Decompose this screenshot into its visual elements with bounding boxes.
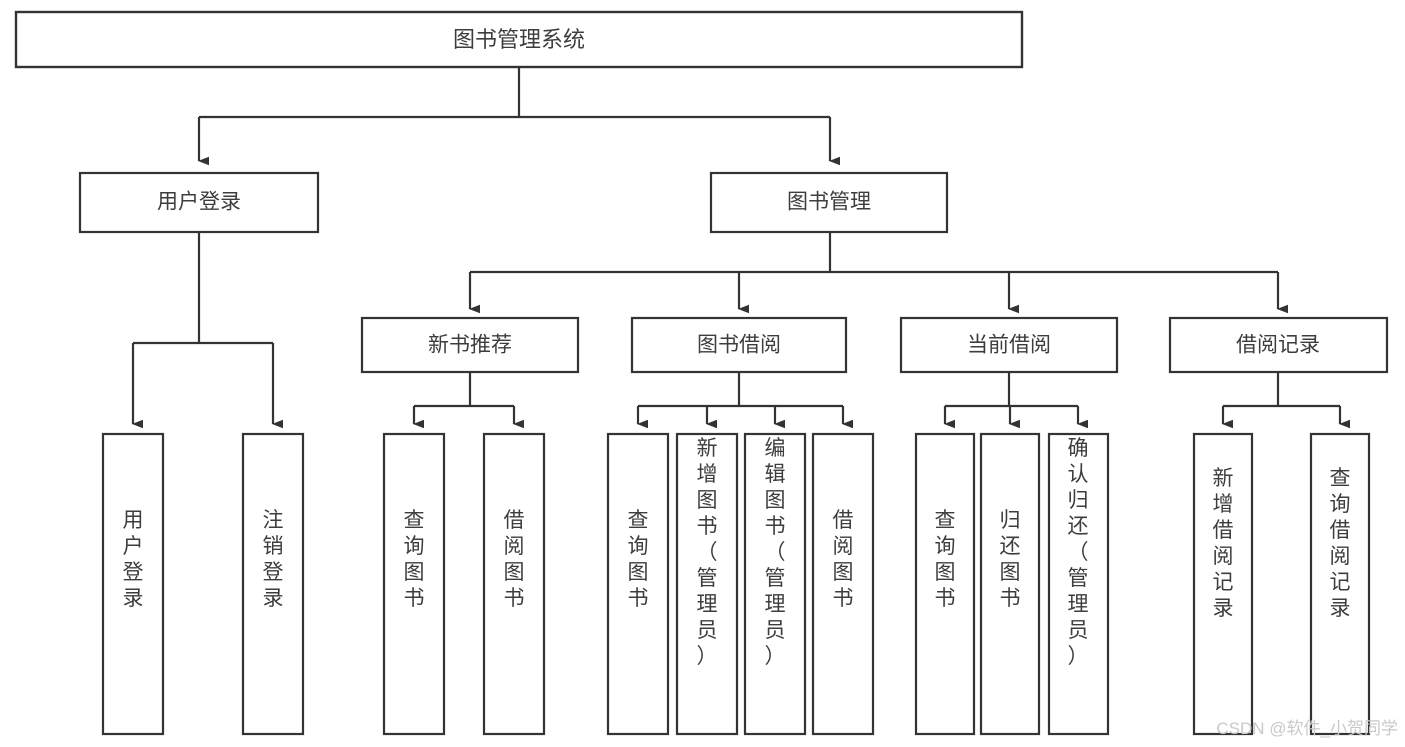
leaf-borrow-book-1[interactable]: 借阅图书 xyxy=(482,432,546,736)
node-book-borrow[interactable]: 图书借阅 xyxy=(630,316,848,374)
node-book-manage-rect[interactable] xyxy=(709,171,949,234)
leaf-add-borrow-record-rect[interactable] xyxy=(1192,432,1254,736)
leaf-add-book[interactable]: 新增图书（管理员） xyxy=(675,432,739,736)
leaf-add-borrow-record[interactable]: 新增借阅记录 xyxy=(1192,432,1254,736)
leaf-query-book-3-rect[interactable] xyxy=(914,432,976,736)
node-current-borrow-rect[interactable] xyxy=(899,316,1119,374)
leaf-query-book-1[interactable]: 查询图书 xyxy=(382,432,446,736)
leaf-borrow-book-2-rect[interactable] xyxy=(811,432,875,736)
node-book-borrow-rect[interactable] xyxy=(630,316,848,374)
leaf-borrow-book-2[interactable]: 借阅图书 xyxy=(811,432,875,736)
leaf-edit-book-label: 编辑图书（管理员） xyxy=(765,437,786,668)
watermark-label: CSDN @软件_小贺同学 xyxy=(1216,719,1398,738)
leaf-borrow-book-1-label: 借阅图书 xyxy=(504,509,525,610)
node-root-rect[interactable] xyxy=(14,10,1024,69)
leaf-query-borrow-record-rect[interactable] xyxy=(1309,432,1371,736)
leaf-query-book-1-label: 查询图书 xyxy=(404,509,425,610)
node-book-manage-label: 图书管理 xyxy=(787,191,871,214)
leaf-logout-login-label: 注销登录 xyxy=(263,509,284,610)
leaf-user-login[interactable]: 用户登录 xyxy=(101,432,165,736)
leaf-return-book[interactable]: 归还图书 xyxy=(979,432,1041,736)
leaf-borrow-book-2-label: 借阅图书 xyxy=(833,509,854,610)
node-borrow-record[interactable]: 借阅记录 xyxy=(1168,316,1389,374)
leaf-edit-book[interactable]: 编辑图书（管理员） xyxy=(743,432,807,736)
node-root-label: 图书管理系统 xyxy=(453,27,585,52)
node-borrow-record-label: 借阅记录 xyxy=(1236,334,1320,357)
node-current-borrow[interactable]: 当前借阅 xyxy=(899,316,1119,374)
leaf-return-book-rect[interactable] xyxy=(979,432,1041,736)
leaf-return-book-label: 归还图书 xyxy=(1000,509,1021,610)
leaf-borrow-book-1-rect[interactable] xyxy=(482,432,546,736)
node-new-book-recommend-label: 新书推荐 xyxy=(428,334,512,357)
node-root[interactable]: 图书管理系统 xyxy=(14,10,1024,69)
node-user-login[interactable]: 用户登录 xyxy=(78,171,320,234)
leaf-edit-book-rect[interactable] xyxy=(743,432,807,736)
leaf-user-login-label: 用户登录 xyxy=(123,509,144,610)
leaf-query-book-3-label: 查询图书 xyxy=(935,509,956,610)
leaf-query-book-2-rect[interactable] xyxy=(606,432,670,736)
connector-layer xyxy=(131,67,1350,429)
leaf-confirm-return[interactable]: 确认归还（管理员） xyxy=(1047,432,1110,736)
leaf-logout-login-rect[interactable] xyxy=(241,432,305,736)
node-book-manage[interactable]: 图书管理 xyxy=(709,171,949,234)
node-new-book-recommend[interactable]: 新书推荐 xyxy=(360,316,580,374)
leaf-query-book-1-rect[interactable] xyxy=(382,432,446,736)
node-new-book-recommend-rect[interactable] xyxy=(360,316,580,374)
leaf-query-book-3[interactable]: 查询图书 xyxy=(914,432,976,736)
leaf-logout-login[interactable]: 注销登录 xyxy=(241,432,305,736)
leaf-query-book-2[interactable]: 查询图书 xyxy=(606,432,670,736)
leaf-add-book-rect[interactable] xyxy=(675,432,739,736)
node-user-login-rect[interactable] xyxy=(78,171,320,234)
node-borrow-record-rect[interactable] xyxy=(1168,316,1389,374)
node-user-login-label: 用户登录 xyxy=(157,191,241,214)
leaf-query-book-2-label: 查询图书 xyxy=(628,509,649,610)
leaf-confirm-return-rect[interactable] xyxy=(1047,432,1110,736)
node-current-borrow-label: 当前借阅 xyxy=(967,334,1051,357)
leaf-query-borrow-record-label: 查询借阅记录 xyxy=(1330,467,1351,620)
node-book-borrow-label: 图书借阅 xyxy=(697,334,781,357)
leaf-query-borrow-record[interactable]: 查询借阅记录 xyxy=(1309,432,1371,736)
leaf-add-borrow-record-label: 新增借阅记录 xyxy=(1213,467,1234,620)
leaf-add-book-label: 新增图书（管理员） xyxy=(697,437,718,668)
leaf-confirm-return-label: 确认归还（管理员） xyxy=(1068,437,1089,668)
leaf-user-login-rect[interactable] xyxy=(101,432,165,736)
